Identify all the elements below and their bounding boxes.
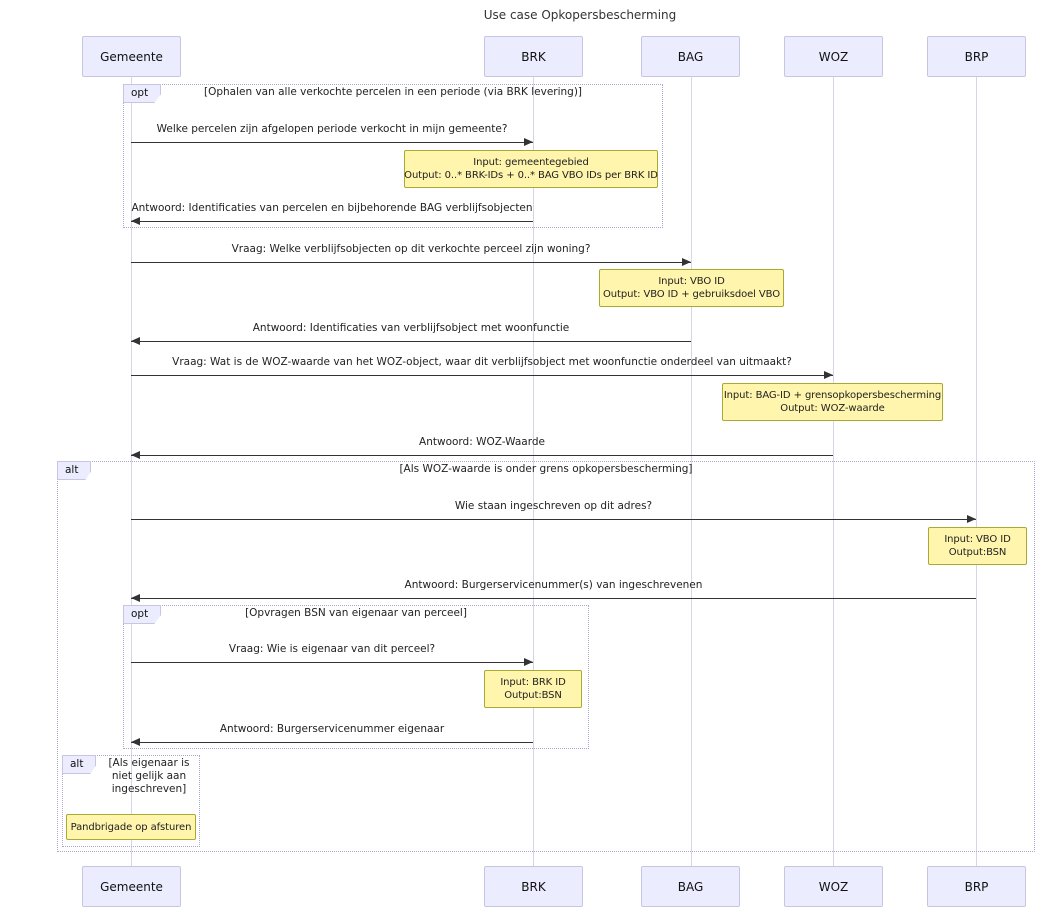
note-line: Output: VBO ID + gebruiksdoel VBO — [603, 289, 780, 300]
fragment-alt-eigenaar-ongelijk-label: alt — [62, 755, 97, 774]
actor-bottom-brk: BRK — [484, 866, 583, 907]
fragment-opt-brk-levering — [123, 84, 663, 228]
message-arrow — [131, 515, 976, 523]
note-line: Input: VBO ID — [658, 276, 725, 287]
message-label: Vraag: Welke verblijfsobjecten op dit ve… — [231, 243, 591, 255]
actor-top-woz: WOZ — [784, 36, 883, 77]
fragment-alt-woz-grens-label: alt — [57, 461, 92, 480]
message-label: Welke percelen zijn afgelopen periode ve… — [156, 123, 508, 135]
note: Input: BAG-ID + grensopkopersbescherming… — [722, 383, 943, 421]
arrowhead-right-icon — [524, 138, 533, 146]
message-arrow — [131, 594, 976, 602]
arrowhead-right-icon — [824, 371, 833, 379]
arrowhead-right-icon — [524, 658, 533, 666]
actor-bottom-brp: BRP — [927, 866, 1026, 907]
message-arrow — [131, 738, 533, 746]
fragment-alt-woz-grens — [57, 461, 1035, 852]
fragment-alt-eigenaar-ongelijk-condition: [Als eigenaar is niet gelijk aan ingesch… — [108, 757, 190, 795]
diagram-title: Use case Opkopersbescherming — [483, 8, 677, 22]
arrowhead-right-icon — [967, 515, 976, 523]
fragment-opt-brk-levering-label: opt — [123, 84, 162, 103]
fragment-opt-bsn-eigenaar — [123, 605, 589, 749]
actor-top-brk: BRK — [484, 36, 583, 77]
note-line: Output:BSN — [948, 547, 1007, 558]
fragment-opt-bsn-eigenaar-condition: [Opvragen BSN van eigenaar van perceel] — [245, 607, 467, 619]
fragment-opt-brk-levering-condition: [Ophalen van alle verkochte percelen in … — [203, 86, 583, 98]
arrowhead-left-icon — [131, 217, 140, 225]
actor-bottom-woz: WOZ — [784, 866, 883, 907]
note: Pandbrigade op afsturen — [66, 814, 196, 840]
arrowhead-left-icon — [131, 337, 140, 345]
fragment-opt-bsn-eigenaar-label: opt — [123, 605, 162, 624]
note-line: Output:BSN — [504, 690, 562, 701]
note: Input: VBO ID Output: VBO ID + gebruiksd… — [599, 269, 784, 307]
note: Input: VBO ID Output:BSN — [928, 527, 1027, 565]
message-arrow — [131, 658, 533, 666]
message-arrow — [131, 451, 833, 459]
arrowhead-left-icon — [131, 451, 140, 459]
message-arrow — [131, 258, 691, 266]
message-arrow — [131, 337, 691, 345]
message-label: Wie staan ingeschreven op dit adres? — [454, 500, 653, 512]
message-arrow — [131, 217, 533, 225]
note-line: Output: WOZ-waarde — [780, 403, 885, 414]
message-label: Antwoord: WOZ-Waarde — [419, 436, 545, 448]
note: Input: gemeentegebied Output: 0..* BRK-I… — [404, 150, 658, 188]
arrowhead-left-icon — [131, 738, 140, 746]
note-line: Input: VBO ID — [944, 534, 1011, 545]
lifeline-brp — [976, 76, 977, 866]
message-label: Antwoord: Burgerservicenummer(s) van ing… — [404, 579, 703, 591]
message-label: Antwoord: Burgerservicenummer eigenaar — [219, 723, 445, 735]
note-line: Input: BAG-ID + grensopkopersbescherming — [723, 390, 942, 401]
arrowhead-left-icon — [131, 594, 140, 602]
lifeline-bag — [691, 76, 692, 866]
message-arrow — [131, 371, 833, 379]
note-line: Input: BRK ID — [500, 677, 566, 688]
fragment-alt-eigenaar-ongelijk — [62, 755, 200, 847]
arrowhead-right-icon — [682, 258, 691, 266]
note-line: Input: gemeentegebied — [473, 157, 589, 168]
actor-top-bag: BAG — [641, 36, 740, 77]
actor-top-brp: BRP — [927, 36, 1026, 77]
actor-top-gemeente: Gemeente — [82, 36, 181, 77]
message-label: Antwoord: Identificaties van verblijfsob… — [252, 322, 570, 334]
message-label: Antwoord: Identificaties van percelen en… — [131, 202, 533, 214]
fragment-alt-woz-grens-condition: [Als WOZ-waarde is onder grens opkopersb… — [399, 463, 693, 475]
message-arrow — [131, 138, 533, 146]
note-line: Output: 0..* BRK-IDs + 0..* BAG VBO IDs … — [404, 170, 658, 181]
message-label: Vraag: Wat is de WOZ-waarde van het WOZ-… — [172, 356, 792, 368]
lifeline-gemeente — [131, 76, 132, 866]
lifeline-woz — [833, 76, 834, 866]
lifeline-brk — [533, 76, 534, 866]
message-label: Vraag: Wie is eigenaar van dit perceel? — [228, 643, 436, 655]
note: Input: BRK ID Output:BSN — [484, 670, 582, 708]
note-line: Pandbrigade op afsturen — [70, 821, 192, 833]
actor-bottom-bag: BAG — [641, 866, 740, 907]
actor-bottom-gemeente: Gemeente — [82, 866, 181, 907]
